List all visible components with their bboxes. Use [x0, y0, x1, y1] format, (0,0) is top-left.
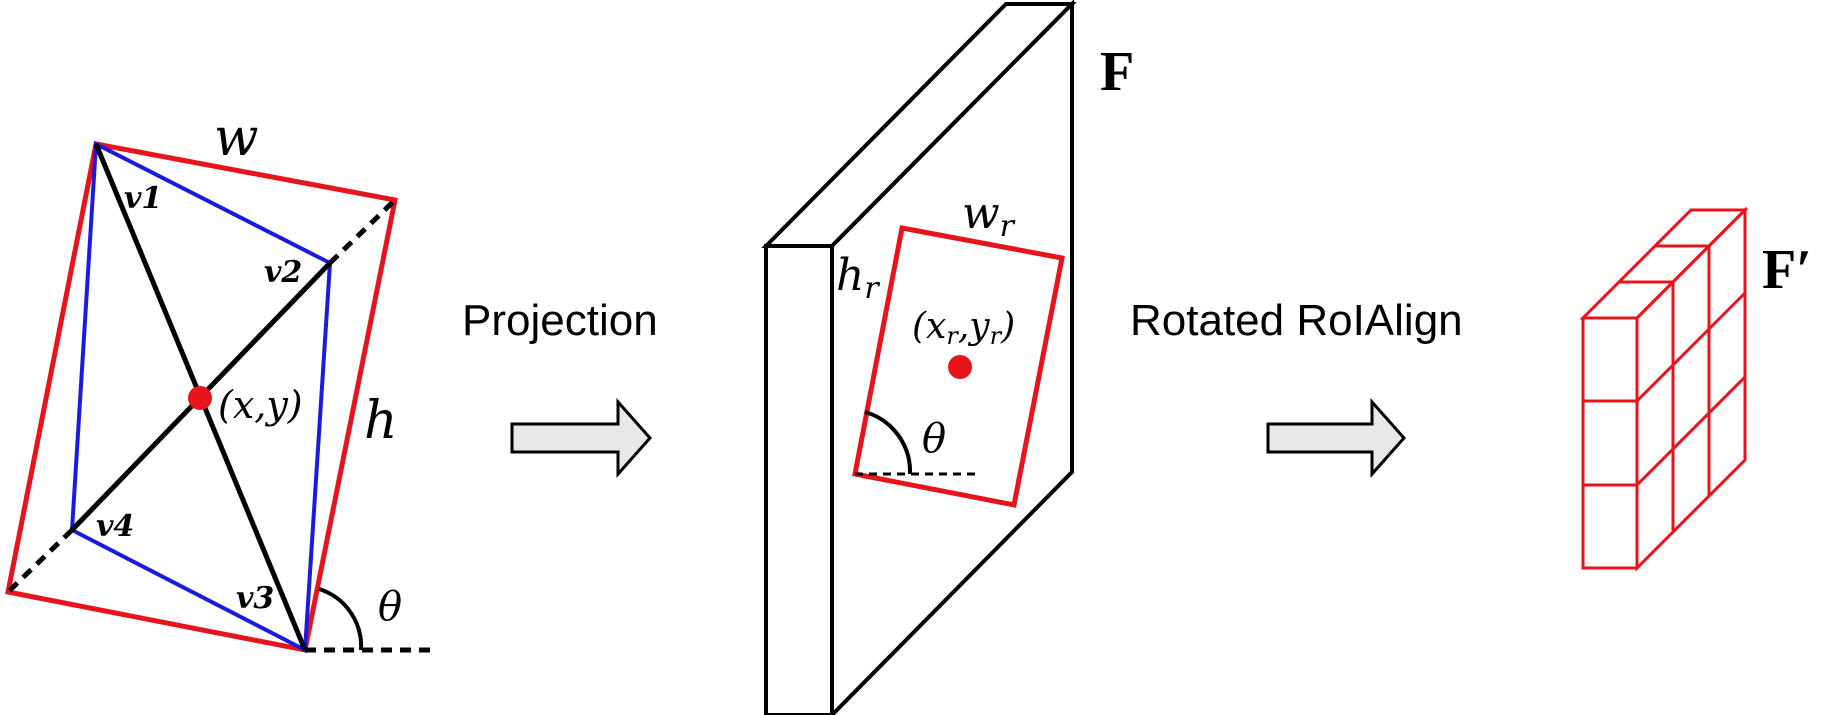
label-v3: v3 — [236, 581, 274, 616]
theta-angle-arc — [318, 587, 364, 651]
label-w: w — [214, 108, 259, 168]
label-v1: v1 — [124, 181, 162, 216]
label-w-r-sub: r — [1000, 209, 1016, 244]
feature-map-panel: F wr hr (xr,yr) θ — [761, 0, 1134, 715]
output-top-face — [1579, 208, 1749, 320]
label-center-r: (xr,yr) — [912, 306, 1015, 350]
label-h-r-sub: r — [864, 271, 880, 306]
roi-center-point — [948, 355, 972, 379]
label-h-r-main: h — [836, 250, 864, 301]
label-center-r-mid: ,y — [958, 306, 990, 347]
output-grid-row-1 — [1635, 291, 1747, 403]
roi-rotated-box — [852, 225, 1065, 508]
label-projection: Projection — [462, 296, 658, 345]
label-center-r-sub2: r — [990, 322, 1003, 350]
label-h-r: hr — [836, 250, 880, 306]
label-output-map: F′ — [1762, 239, 1812, 301]
projection-arrow-group: Projection — [462, 296, 658, 478]
diagonal-extension-top — [328, 198, 397, 265]
label-v2: v2 — [264, 255, 302, 290]
label-w-r-main: w — [962, 188, 1000, 239]
diagonal-extension-bottom — [6, 528, 74, 594]
label-center-r-open: (x — [912, 306, 946, 347]
roialign-arrow-group: Rotated RoIAlign — [1130, 296, 1463, 478]
label-theta-r: θ — [922, 416, 946, 462]
label-feature-map: F — [1100, 41, 1134, 103]
label-w-r: wr — [962, 188, 1016, 244]
label-rotated-roialign: Rotated RoIAlign — [1130, 296, 1463, 345]
center-point — [188, 386, 212, 410]
projection-arrow — [510, 398, 653, 478]
output-feature-panel — [1579, 206, 1749, 572]
output-grid-row-2 — [1635, 375, 1747, 487]
output-front-face — [1581, 316, 1639, 570]
label-h: h — [364, 391, 398, 451]
roi-theta-arc — [864, 410, 913, 475]
label-v4: v4 — [96, 509, 134, 544]
feature-map-front-face — [764, 244, 834, 715]
rotated-box-panel: w h θ (x,y) v1 v2 v4 v3 — [5, 108, 435, 654]
label-center: (x,y) — [218, 383, 303, 427]
label-theta: θ — [378, 584, 402, 630]
output-side-face — [1635, 206, 1747, 572]
label-center-r-close: ) — [1000, 306, 1015, 347]
roialign-arrow — [1266, 398, 1407, 478]
label-center-r-sub1: r — [946, 322, 959, 350]
